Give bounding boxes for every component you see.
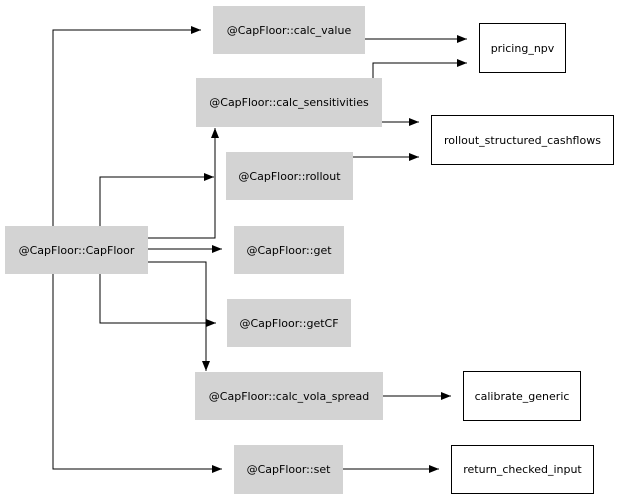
node-return-checked-input-label: return_checked_input xyxy=(463,463,582,476)
node-calibrate-generic-label: calibrate_generic xyxy=(474,389,570,403)
node-set-label: @CapFloor::set xyxy=(246,463,331,476)
node-pricing-npv-label: pricing_npv xyxy=(490,41,555,55)
edge-capfloor-calc-vola-spread xyxy=(148,261,210,371)
node-capfloor[interactable]: @CapFloor::CapFloor xyxy=(5,226,148,274)
node-get[interactable]: @CapFloor::get xyxy=(234,226,344,274)
node-capfloor-label: @CapFloor::CapFloor xyxy=(18,243,135,257)
node-get-label: @CapFloor::get xyxy=(246,243,332,257)
node-calc-value-label: @CapFloor::calc_value xyxy=(226,23,352,37)
edge-capfloor-set xyxy=(52,274,222,473)
node-calc-sensitivities[interactable]: @CapFloor::calc_sensitivities xyxy=(196,78,382,127)
node-rollout-label: @CapFloor::rollout xyxy=(238,169,341,183)
node-rollout[interactable]: @CapFloor::rollout xyxy=(226,152,353,200)
edge-capfloor-calc-sensitivities xyxy=(148,128,219,239)
node-set[interactable]: @CapFloor::set xyxy=(234,445,343,494)
node-pricing-npv[interactable]: pricing_npv xyxy=(479,23,566,73)
edge-capfloor-rollout xyxy=(99,173,214,226)
node-getcf-label: @CapFloor::getCF xyxy=(239,316,339,330)
node-return-checked-input[interactable]: return_checked_input xyxy=(451,445,594,494)
node-calc-vola-spread[interactable]: @CapFloor::calc_vola_spread xyxy=(195,372,383,420)
node-calibrate-generic[interactable]: calibrate_generic xyxy=(463,371,581,421)
node-calc-vola-spread-label: @CapFloor::calc_vola_spread xyxy=(208,389,370,403)
node-rollout-structured-cashflows-label: rollout_structured_cashflows xyxy=(444,133,601,147)
edge-capfloor-getcf xyxy=(99,274,216,327)
edge-capfloor-calc-value xyxy=(52,26,201,226)
node-getcf[interactable]: @CapFloor::getCF xyxy=(227,299,351,347)
node-calc-value[interactable]: @CapFloor::calc_value xyxy=(213,6,365,54)
node-rollout-structured-cashflows[interactable]: rollout_structured_cashflows xyxy=(431,115,614,165)
node-calc-sensitivities-label: @CapFloor::calc_sensitivities xyxy=(209,96,369,109)
edge-calc-sensitivities-pricing-npv xyxy=(372,59,467,78)
